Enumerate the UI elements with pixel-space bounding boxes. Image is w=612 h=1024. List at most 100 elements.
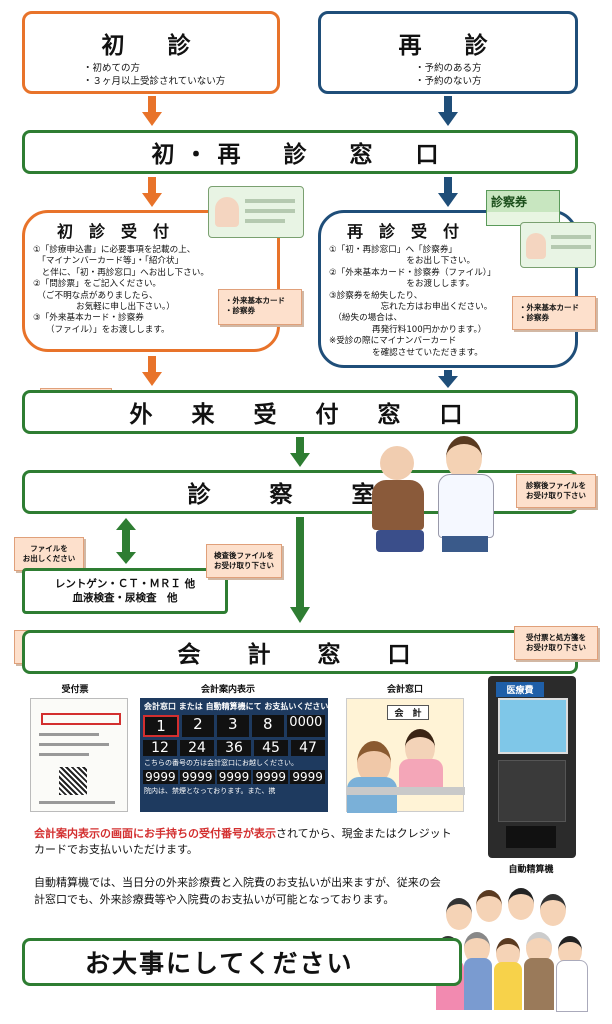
saishin-line-6: 忘れた方はお申出ください。 [329, 302, 493, 313]
display-num: 9999 [179, 770, 215, 784]
saishin-line-10: を確認させていただきます。 [329, 347, 483, 358]
arrow-down-icon [290, 517, 310, 623]
display-num: 8 [251, 715, 284, 737]
shoshin-line-7: ③「外来基本カード・診察券 [33, 313, 144, 324]
kensa-note: 検査後ファイルを お受け取り下さい [206, 544, 282, 578]
after-exam-note: 診察後ファイルを お受け取り下さい [516, 474, 596, 508]
display-num: 45 [254, 740, 288, 756]
note-line: お受け取り下さい [214, 561, 274, 570]
arrow-updown-icon [116, 518, 136, 564]
note-line: お受け取り下さい [526, 491, 586, 500]
note-line: ファイルを [30, 544, 68, 553]
arrow-down-icon [438, 96, 458, 126]
shoshin-card-note: ・外来基本カード ・診察券 [218, 289, 302, 325]
footer-message: お大事にしてください [85, 949, 354, 978]
machine-paragraph: 自動精算機では、当日分の外来診療費と入院費のお支払いが出来ますが、従来の会計窓口… [34, 876, 441, 906]
saishin-line-9: ※受診の際にマイナンバーカード [329, 336, 457, 347]
display-num: 24 [180, 740, 214, 756]
saishin-line-8: 再発行料100円かかります。） [329, 324, 487, 335]
saishin-title: 再 診 [398, 33, 498, 59]
counter-caption: 会計窓口 [386, 685, 423, 695]
saishin-item-1: ・予約のある方 [415, 63, 482, 74]
uketsuke-shohousen-note: 受付票と処方箋を お受け取り下さい [514, 626, 598, 660]
payment-paragraph: 会計案内表示の画面にお手持ちの受付番号が表示されてから、現金またはクレジットカー… [34, 826, 454, 858]
note-line: お受け取り下さい [526, 643, 586, 652]
shoshin-title: 初 診 [101, 33, 201, 59]
display-sub: こちらの番号の方は会計窓口にお越しください。 [144, 759, 298, 767]
arrow-down-icon [438, 370, 458, 388]
id-card-image [208, 186, 304, 238]
payment-paragraph-highlight: 会計案内表示の画面にお手持ちの受付番号が表示 [34, 827, 276, 840]
saishin-line-3: ②「外来基本カード・診察券（ファイル）」 [329, 267, 496, 278]
shoshin-item-1: ・初めての方 [83, 63, 141, 74]
ticket-image [30, 698, 128, 812]
note-line: 診察後ファイルを [526, 481, 586, 490]
shoshin-box: 初 診 ・初めての方 ・３ヶ月以上受診されていない方 [22, 11, 280, 94]
shoshin-line-2: 「マイナンバーカード等」・「紹介状」 [33, 256, 184, 267]
arrow-down-icon [438, 177, 458, 207]
display-footer: 院内は、禁煙となっております。また、携 [144, 787, 276, 795]
payment-paragraph-rest: されてから、現金またはクレジットカードでお支払いいただけます。 [34, 827, 452, 856]
note-line: ・診察券 [225, 306, 255, 315]
shinsatsuken-label: 診察券 [487, 191, 559, 212]
display-num: 9999 [253, 770, 289, 784]
machine-caption: 自動精算機 [508, 865, 554, 875]
saishin-box: 再 診 ・予約のある方 ・予約のない方 [318, 11, 578, 94]
display-num: 1 [143, 715, 179, 737]
saishin-line-5: ③診察券を紛失したり、 [329, 290, 423, 301]
shoshin-line-3: と伴に、「初・再診窓口」へお出し下さい。 [33, 267, 209, 278]
machine-sign: 医療費 [496, 682, 544, 697]
display-num: 3 [216, 715, 249, 737]
kensa-line-1: レントゲン・ＣＴ・ＭＲＩ 他 [54, 578, 196, 590]
display-num: 36 [217, 740, 251, 756]
kaikei-counter-image: 会 計 [346, 698, 465, 813]
saishin-line-4: をお渡しします。 [329, 279, 475, 290]
shoshin-item-2: ・３ヶ月以上受診されていない方 [83, 76, 226, 87]
shoshin-line-8: （ファイル）」をお渡しします。 [33, 324, 170, 335]
display-num: 0000 [286, 715, 325, 737]
kaikei-display: 会計窓口 または 自動精算機にて お支払いください 1 2 3 8 0000 1… [140, 698, 328, 812]
note-line: 検査後ファイルを [214, 551, 274, 560]
saishin-line-2: をお出し下さい。 [329, 256, 476, 267]
arrow-down-icon [142, 356, 162, 386]
shoshin-line-4: ②「問診票」をご記入ください。 [33, 279, 162, 290]
display-caption: 会計案内表示 [200, 685, 255, 695]
note-line: ・診察券 [519, 313, 549, 322]
saishin-line-7: （紛失の場合は、 [329, 313, 403, 324]
display-num: 2 [181, 715, 214, 737]
note-line: 受付票と処方箋を [526, 633, 586, 642]
saishin-uketsuke-box: 再 診 受 付 ①「初・再診窓口」へ「診察券」 をお出し下さい。 ②「外来基本カ… [318, 210, 578, 368]
shoshin-line-6: お気軽に申し出下さい。） [33, 302, 175, 313]
note-line: お出しください [22, 554, 76, 563]
gairai-window-bar: 外 来 受 付 窓 口 [22, 390, 578, 434]
display-num: 9999 [143, 770, 178, 784]
jidou-seisanki-image: 医療費 [488, 676, 576, 858]
display-num: 12 [143, 740, 177, 756]
display-num: 9999 [216, 770, 252, 784]
arrow-down-icon [142, 177, 162, 207]
saishin-uketsuke-title: 再 診 受 付 [347, 222, 460, 241]
note-line: ・外来基本カード [225, 296, 285, 305]
id-card-image [520, 222, 596, 268]
display-num: 47 [291, 740, 325, 756]
kaikei-window-bar: 会 計 窓 口 [22, 630, 578, 674]
shoshin-uketsuke-title: 初 診 受 付 [57, 222, 170, 241]
saishin-item-2: ・予約のない方 [415, 76, 482, 87]
ticket-caption: 受付票 [61, 685, 89, 695]
shosai-window-bar: 初・再 診 窓 口 [22, 130, 578, 174]
note-line: ・外来基本カード [519, 303, 579, 312]
file-note: ファイルを お出しください [14, 537, 84, 571]
saishin-card-note: ・外来基本カード ・診察券 [512, 296, 596, 330]
shoshin-line-5: （ご不明な点がありましたら、 [33, 290, 158, 301]
arrow-down-icon [290, 437, 310, 467]
arrow-down-icon [142, 96, 162, 126]
display-num: 9999 [290, 770, 325, 784]
shosai-window-label: 初・再 診 窓 口 [151, 142, 449, 168]
kensa-box: レントゲン・ＣＴ・ＭＲＩ 他 血液検査・尿検査 他 [22, 568, 228, 614]
shoshin-line-1: ①「診療申込書」に必要事項を記載の上、 [33, 245, 196, 255]
footer-bar: お大事にしてください [22, 938, 462, 986]
shinsatsushitsu-label: 診 察 室 [187, 482, 393, 508]
gairai-window-label: 外 来 受 付 窓 口 [129, 402, 471, 428]
kensa-line-2: 血液検査・尿検査 他 [72, 592, 178, 604]
kaikei-window-label: 会 計 窓 口 [177, 642, 423, 668]
